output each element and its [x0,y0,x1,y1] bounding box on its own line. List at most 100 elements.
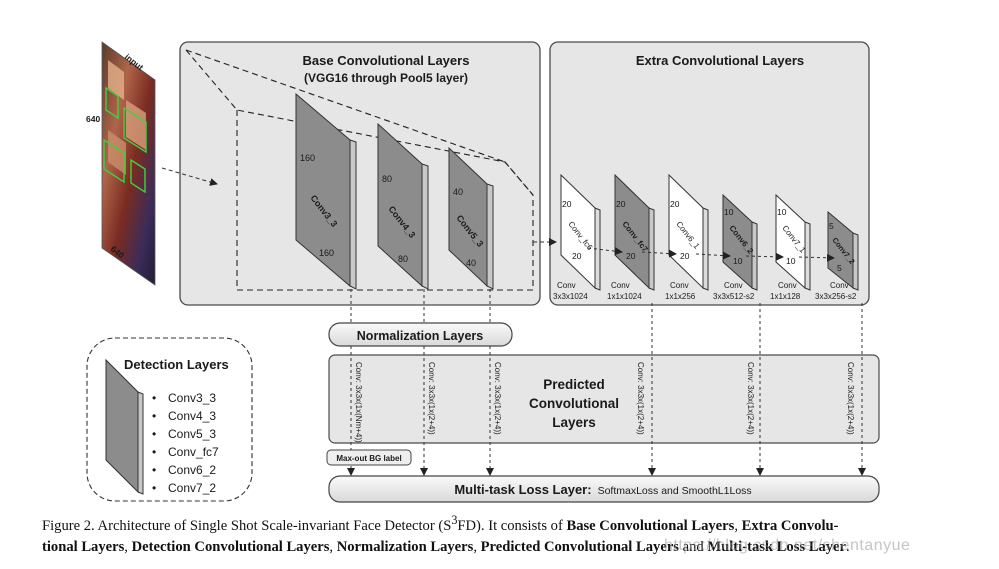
detection-flow-lines [347,289,866,476]
conv6_2-kernel: 3x3x512-s2 [713,292,755,301]
conv6_1-kernel: 1x1x256 [665,292,696,301]
conv_fc7-bottom-dim: 20 [626,251,636,261]
bullet-icon: • [152,391,156,405]
caption-bold: Multi-task Loss Layer [707,538,846,555]
conv7_1-bottom-dim: 10 [786,256,796,266]
conv5_3-bottom-dim: 40 [466,258,476,268]
conv_fc6-kernel: 3x3x1024 [553,292,588,301]
conv7_2-kernel: 3x3x256-s2 [815,292,857,301]
caption-sup: 3 [451,513,458,527]
normalization-layers [328,322,513,347]
caption-sep: and [678,538,708,555]
input-height-label: 640 [86,114,100,124]
detection-item: Conv4_3 [168,409,216,423]
base-conv-subtitle: (VGG16 through Pool5 layer) [304,71,468,85]
bullet-icon: • [152,463,156,477]
bullet-icon: • [152,409,156,423]
layer-conv4_3 [377,122,429,290]
conv_fc6-top-dim: 20 [562,199,572,209]
conv5_3-top-dim: 40 [453,187,463,197]
conv3_3-bottom-dim: 160 [319,248,334,258]
predicted-title-line-3: Layers [552,415,596,430]
conv6_1-kind: Conv [670,281,689,290]
layer-conv6_2 [722,193,758,291]
conv_fc7-kind: Conv [611,281,630,290]
extra-flow-arrows [587,247,835,262]
conv3_3-top-dim: 160 [300,153,315,163]
conv7_1-kernel: 1x1x128 [770,292,801,301]
predicted-conv-panel [328,354,880,444]
caption-text: FD). It consists of [457,517,567,534]
caption-bold: Base Convolutional Layers [566,517,735,534]
layer-conv3_3 [295,92,357,290]
layer-conv6_1 [668,173,709,291]
detection-legend-list: • Conv3_3 • Conv4_3 • Conv5_3 • Conv_fc7… [152,391,219,495]
maxout-bg-label-box [326,449,412,466]
detection-item: Conv_fc7 [168,445,219,459]
face-box-icon [103,138,125,184]
layer-conv7_2 [827,210,859,291]
caption-sep: , [124,538,132,555]
conv_fc6-kind: Conv [557,281,576,290]
conv4_3-top-dim: 80 [382,174,392,184]
layer-conv5_3 [448,146,494,290]
maxout-bg-label: Max-out BG label [336,454,401,463]
conv7_1-kind: Conv [778,281,797,290]
caption-sep: , [473,538,481,555]
conv_fc6-bottom-dim: 20 [572,251,582,261]
conv6_2-kind: Conv [724,281,743,290]
predicted-conv-3: Conv: 3x3x(1x(2+4)) [493,362,502,435]
loss-detail: SoftmaxLoss and SmoothL1Loss [598,485,752,497]
loss-label: Multi-task Loss Layer: [454,482,591,497]
caption-bold: Detection Convolutional Layers [131,538,330,555]
layer-conv_fc6 [560,173,601,291]
bullet-icon: • [152,445,156,459]
conv6_2-bottom-dim: 10 [733,256,743,266]
conv4_3-bottom-dim: 80 [398,254,408,264]
conv7_2-kind: Conv [830,281,849,290]
predicted-title-line-2: Convolutional [529,396,619,411]
layer-conv_fc7 [614,173,655,291]
detection-legend-title: Detection Layers [124,357,229,372]
watermark: https://blog.csdn.net/shentanyue [664,537,911,554]
caption-prefix: Figure 2. Architecture of Single Shot Sc… [42,517,452,534]
input-arrow [161,167,218,186]
multitask-loss-text: Multi-task Loss Layer: SoftmaxLoss and Sm… [454,482,751,497]
conv_fc7-top-dim: 20 [616,199,626,209]
conv6_2-top-dim: 10 [724,207,734,217]
layer-conv7_1 [775,193,811,291]
caption-sep: . [846,538,850,555]
conv6_1-bottom-dim: 20 [680,251,690,261]
conv7_2-top-dim: 5 [829,221,834,231]
face-box-icon [130,158,146,194]
caption-sep: , [734,517,742,534]
conv_fc7-kernel: 1x1x1024 [607,292,642,301]
caption-bold: Normalization Layers [336,538,474,555]
legend-layer-icon [105,358,144,495]
detection-item: Conv6_2 [168,463,216,477]
bullet-icon: • [152,427,156,441]
face-box-icon [105,86,119,120]
multitask-loss-layer [328,475,880,503]
base-conv-title: Base Convolutional Layers [303,53,470,68]
figure-caption: Figure 2. Architecture of Single Shot Sc… [42,510,942,558]
normalization-label: Normalization Layers [357,329,483,343]
predicted-conv-6: Conv: 3x3x(1x(2+4)) [846,362,855,435]
conv7_2-bottom-dim: 5 [837,263,842,273]
predicted-title-line-1: Predicted [543,377,605,392]
bullet-icon: • [152,481,156,495]
caption-bold: Predicted Convolutional Layers [480,538,679,555]
conv6_1-top-dim: 20 [670,199,680,209]
predicted-conv-2: Conv: 3x3x(1x(2+4)) [427,362,436,435]
face-box-icon [123,106,147,154]
predicted-conv-1: Conv: 3x3x(1x(Nm+4)) [354,362,363,443]
caption-bold: Extra Convolu- [741,517,839,534]
detection-item: Conv3_3 [168,391,216,405]
detection-item: Conv5_3 [168,427,216,441]
caption-bold: tional Layers [42,538,125,555]
caption-sep: , [329,538,337,555]
input-image [101,41,156,286]
conv7_1-top-dim: 10 [777,207,787,217]
predicted-conv-4: Conv: 3x3x(1x(2+4)) [636,362,645,435]
